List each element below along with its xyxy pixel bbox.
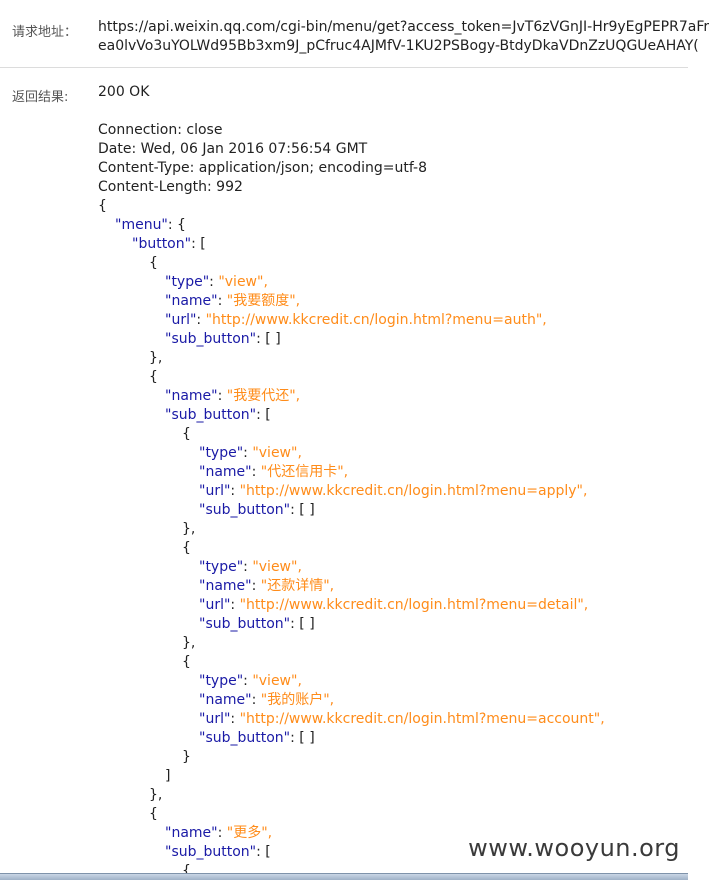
json-line: }, <box>182 635 196 651</box>
json-line: "menu": { <box>115 217 186 233</box>
header-line: Content-Type: application/json; encoding… <box>98 160 427 176</box>
json-line: "sub_button": [ <box>165 844 271 860</box>
json-key: "type" <box>199 559 244 575</box>
json-key: "sub_button" <box>199 502 291 518</box>
json-line: ] <box>165 768 171 784</box>
json-line: "url": "http://www.kkcredit.cn/login.htm… <box>199 483 588 499</box>
result-label: 返回结果: <box>12 90 69 105</box>
json-key: "url" <box>199 711 231 727</box>
json-line: "url": "http://www.kkcredit.cn/login.htm… <box>199 597 589 613</box>
json-line: { <box>149 369 158 385</box>
json-key: "name" <box>165 293 218 309</box>
json-key: "sub_button" <box>165 407 257 423</box>
json-line: "type": "view", <box>165 274 268 290</box>
json-value: "http://www.kkcredit.cn/login.html?menu=… <box>239 483 583 499</box>
json-line: "sub_button": [ ] <box>165 331 281 347</box>
json-key: "type" <box>165 274 210 290</box>
request-url-line-1: https://api.weixin.qq.com/cgi-bin/menu/g… <box>98 19 709 35</box>
json-key: "name" <box>199 464 252 480</box>
json-value: "http://www.kkcredit.cn/login.html?menu=… <box>205 312 543 328</box>
json-value: [ ] <box>299 502 315 518</box>
json-line: { <box>182 654 191 670</box>
json-key: "name" <box>165 388 218 404</box>
json-line: "name": "我要代还", <box>165 388 301 404</box>
json-key: "name" <box>165 825 218 841</box>
json-key: "menu" <box>115 217 168 233</box>
header-line: Connection: close <box>98 122 223 138</box>
response-body: 200 OK Connection: close Date: Wed, 06 J… <box>98 83 688 881</box>
json-line: }, <box>149 787 163 803</box>
json-key: "name" <box>199 578 252 594</box>
json-line: "url": "http://www.kkcredit.cn/login.htm… <box>199 711 605 727</box>
json-line: "name": "我的账户", <box>199 692 335 708</box>
json-line: "sub_button": [ <box>165 407 271 423</box>
json-line: "name": "代还信用卡", <box>199 464 349 480</box>
json-value: "更多" <box>226 825 268 841</box>
status-line: 200 OK <box>98 84 150 100</box>
json-key: "type" <box>199 673 244 689</box>
json-line: }, <box>149 350 163 366</box>
json-key: "url" <box>165 312 197 328</box>
json-key: "name" <box>199 692 252 708</box>
json-line: }, <box>182 521 196 537</box>
json-line: { <box>182 426 191 442</box>
json-line: "sub_button": [ ] <box>199 730 315 746</box>
header-line: Date: Wed, 06 Jan 2016 07:56:54 GMT <box>98 141 368 157</box>
json-value: "http://www.kkcredit.cn/login.html?menu=… <box>239 711 601 727</box>
json-line: "name": "还款详情", <box>199 578 335 594</box>
json-line: "button": [ <box>132 236 206 252</box>
json-line: { <box>149 806 158 822</box>
json-line: "url": "http://www.kkcredit.cn/login.htm… <box>165 312 547 328</box>
json-key: "sub_button" <box>165 331 257 347</box>
json-key: "sub_button" <box>199 730 291 746</box>
header-line: Content-Length: 992 <box>98 179 243 195</box>
request-url-line-2: ea0lvVo3uYOLWd95Bb3xm9J_pCfruc4AJMfV-1KU… <box>98 38 699 54</box>
json-line: { <box>182 863 191 879</box>
divider <box>0 67 688 68</box>
json-line: "type": "view", <box>199 445 302 461</box>
json-line: { <box>98 198 107 214</box>
json-value: [ ] <box>299 730 315 746</box>
json-line: "sub_button": [ ] <box>199 502 315 518</box>
json-line: "type": "view", <box>199 673 302 689</box>
json-value: "我要额度" <box>226 293 296 309</box>
json-value: "我的账户" <box>260 692 330 708</box>
json-line: } <box>182 749 191 765</box>
json-value: [ ] <box>265 331 281 347</box>
request-url-label: 请求地址： <box>12 25 78 40</box>
json-value: "view" <box>252 445 298 461</box>
json-value: "http://www.kkcredit.cn/login.html?menu=… <box>239 597 584 613</box>
json-key: "url" <box>199 597 231 613</box>
watermark: www.wooyun.org <box>468 834 680 862</box>
taskbar <box>0 873 688 880</box>
request-url[interactable]: https://api.weixin.qq.com/cgi-bin/menu/g… <box>98 18 709 56</box>
json-key: "button" <box>132 236 192 252</box>
json-line: { <box>149 255 158 271</box>
json-key: "url" <box>199 483 231 499</box>
json-value: "view" <box>218 274 264 290</box>
json-line: "name": "更多", <box>165 825 273 841</box>
json-value: [ ] <box>299 616 315 632</box>
json-line: "sub_button": [ ] <box>199 616 315 632</box>
json-key: "sub_button" <box>199 616 291 632</box>
json-value: "我要代还" <box>226 388 296 404</box>
json-value: "代还信用卡" <box>260 464 344 480</box>
json-line: "name": "我要额度", <box>165 293 301 309</box>
json-line: "type": "view", <box>199 559 302 575</box>
json-value: "还款详情" <box>260 578 330 594</box>
json-value: "view" <box>252 673 298 689</box>
json-key: "sub_button" <box>165 844 257 860</box>
json-line: { <box>182 540 191 556</box>
json-key: "type" <box>199 445 244 461</box>
json-value: "view" <box>252 559 298 575</box>
